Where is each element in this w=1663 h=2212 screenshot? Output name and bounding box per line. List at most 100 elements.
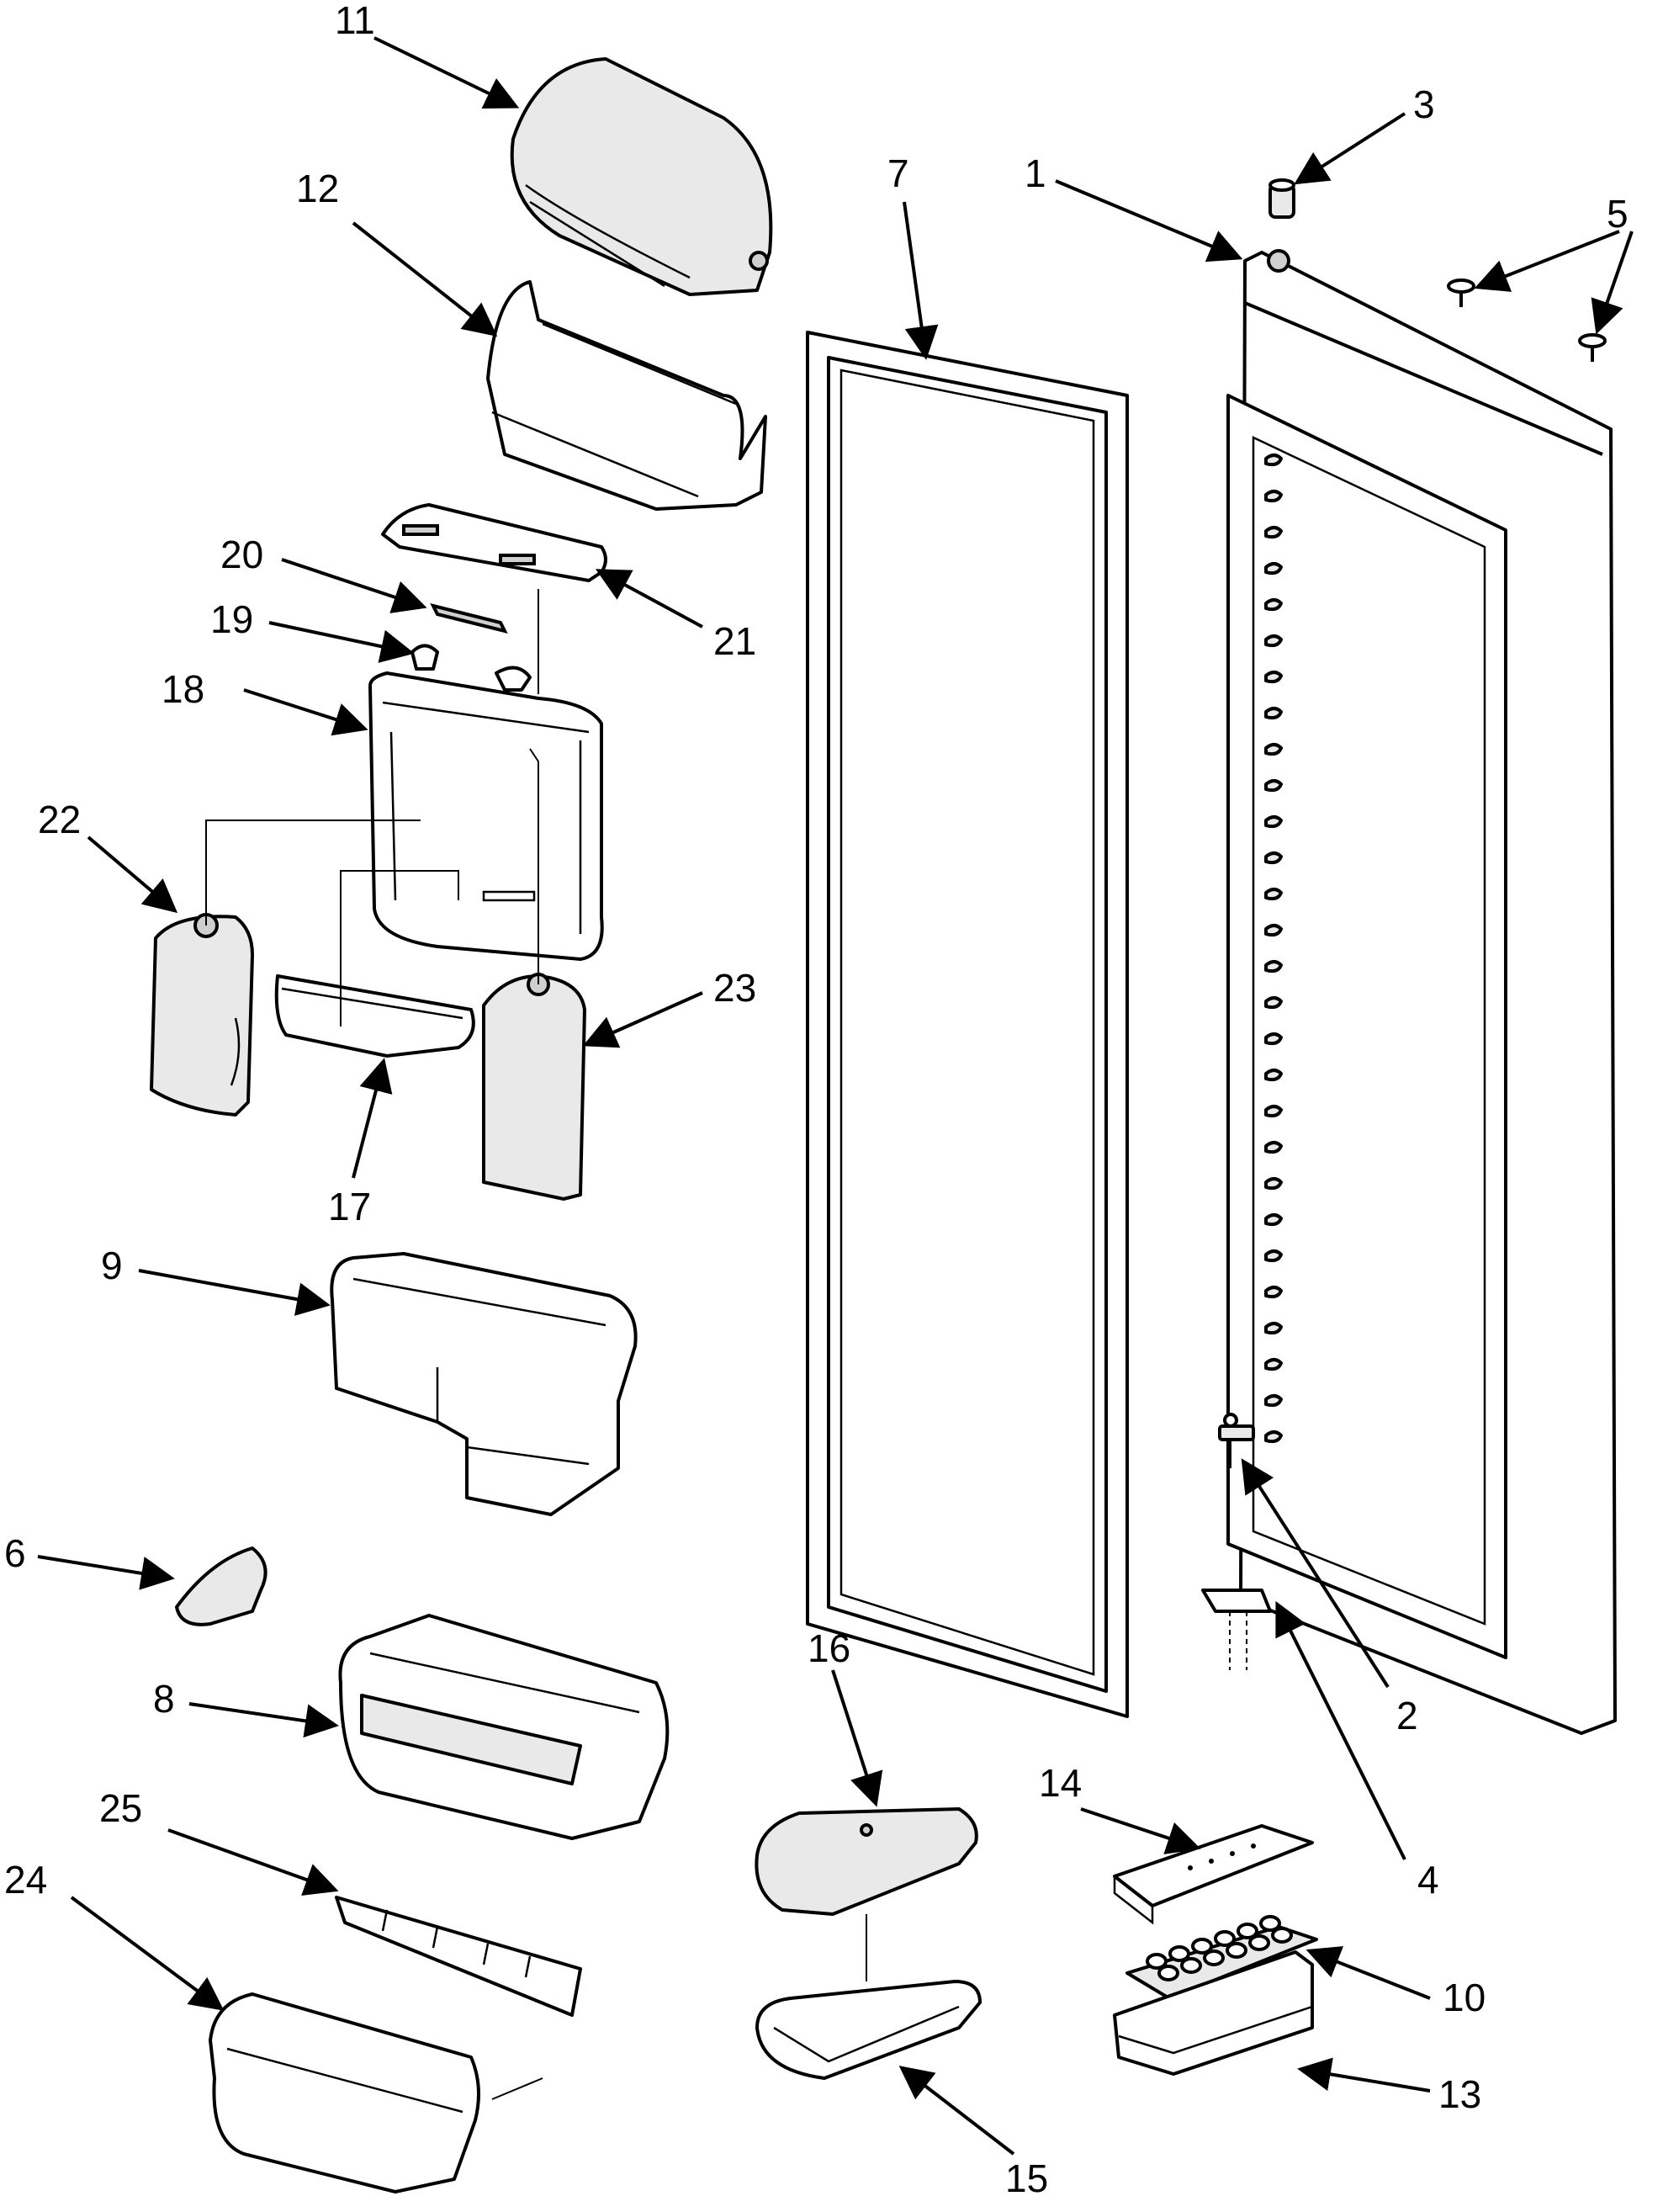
liner-nub (1264, 1358, 1283, 1371)
leader-11 (373, 36, 520, 109)
assembly-guides-left (205, 589, 539, 1026)
egg-cup (1157, 1965, 1179, 1981)
liner-nub (1264, 996, 1283, 1010)
callout-1: 1 (1025, 151, 1046, 195)
liner-nub (1264, 960, 1283, 973)
liner-nub (1264, 634, 1283, 648)
liner-nub (1264, 526, 1283, 539)
callout-17: 17 (328, 1185, 371, 1228)
liner-nub (1264, 598, 1283, 612)
callout-4: 4 (1417, 1858, 1439, 1902)
liner-nub (1264, 562, 1283, 576)
liner-nub (1264, 924, 1283, 937)
callout-11: 11 (335, 0, 375, 42)
egg-cup (1146, 1953, 1168, 1970)
part-8-bin (338, 1614, 670, 1840)
callout-22: 22 (38, 798, 81, 841)
egg-cup (1203, 1949, 1225, 1966)
egg-cup (1259, 1915, 1281, 1932)
leader-2 (1241, 1458, 1390, 1689)
callout-12: 12 (296, 167, 339, 210)
callout-7: 7 (887, 151, 909, 195)
leader-9 (138, 1269, 331, 1316)
leader-lines (37, 36, 1634, 2156)
liner-nub (1264, 815, 1283, 829)
door-liner-shelf-nubs (1264, 454, 1283, 1444)
leader-16 (831, 1669, 883, 1807)
liner-nub (1264, 1322, 1283, 1335)
leader-23 (582, 991, 703, 1048)
leader-6 (37, 1555, 175, 1590)
callout-20: 20 (220, 533, 263, 576)
liner-nub (1264, 1249, 1283, 1263)
part-13-egg-tray (1113, 1950, 1314, 2076)
callout-8: 8 (153, 1677, 175, 1721)
callout-25: 25 (99, 1786, 142, 1830)
liner-nub (1264, 851, 1283, 865)
callout-10: 10 (1443, 1976, 1486, 2019)
leader-4 (1275, 1600, 1406, 1860)
egg-cup (1248, 1934, 1270, 1951)
leader-10 (1306, 1946, 1431, 2000)
egg-cup (1226, 1942, 1247, 1959)
part-4-bracket (1201, 1589, 1272, 1670)
part-18-housing (368, 671, 604, 961)
callout-18: 18 (162, 667, 204, 711)
leader-7 (903, 201, 939, 360)
leader-12 (352, 221, 498, 337)
part-25-rail (335, 1896, 582, 2017)
leader-5a (1474, 230, 1620, 292)
callout-13: 13 (1438, 2072, 1481, 2116)
callout-2: 2 (1396, 1694, 1418, 1737)
leader-1 (1055, 179, 1243, 263)
liner-nub (1264, 779, 1283, 793)
leader-17 (352, 1058, 393, 1179)
callout-6: 6 (4, 1531, 26, 1575)
callout-15: 15 (1005, 2156, 1048, 2200)
leader-24 (70, 1896, 225, 2011)
part-16-butter-lid (755, 1807, 978, 1981)
callout-16: 16 (808, 1626, 850, 1670)
egg-cup (1214, 1930, 1236, 1947)
liner-nub (1264, 1430, 1283, 1444)
callout-23: 23 (713, 966, 756, 1010)
part-24-bin (209, 1992, 543, 2193)
liner-nub (1264, 1105, 1283, 1118)
callout-21: 21 (713, 619, 756, 663)
part-6-handle (175, 1546, 267, 1626)
liner-nub (1264, 490, 1283, 503)
part-10-egg-holder (1125, 1915, 1318, 2000)
callout-24: 24 (4, 1858, 47, 1902)
leader-22 (87, 835, 178, 914)
part-9-large-bin (330, 1252, 638, 1516)
part-5-pins (1447, 278, 1607, 362)
egg-cup (1180, 1957, 1202, 1974)
part-22-left-cover (150, 913, 254, 1117)
liner-nub (1264, 1177, 1283, 1191)
part-19-clips (410, 644, 532, 692)
liner-nub (1264, 1141, 1283, 1154)
part-12-top-bin (486, 280, 767, 511)
liner-nub (1264, 888, 1283, 901)
part-23-right-cover (482, 973, 586, 1201)
leader-15 (898, 2066, 1015, 2156)
part-21-lid (381, 503, 607, 582)
part-7-gasket (806, 331, 1129, 1718)
leader-19 (268, 621, 415, 663)
part-3-cap (1268, 178, 1295, 219)
liner-nub (1264, 1213, 1283, 1227)
liner-nub (1264, 454, 1283, 467)
part-2-hinge-pin (1218, 1413, 1255, 1468)
part-20-rod (430, 603, 508, 634)
leader-20 (281, 558, 427, 613)
liner-nub (1264, 671, 1283, 684)
leader-13 (1297, 2057, 1431, 2093)
part-17-small-tray (274, 974, 475, 1058)
callout-9: 9 (101, 1244, 123, 1287)
part-14-egg-lid (1113, 1824, 1314, 1925)
leader-5b (1591, 231, 1634, 335)
liner-nub (1264, 707, 1283, 720)
egg-cup (1271, 1927, 1293, 1944)
callout-5: 5 (1607, 192, 1629, 236)
